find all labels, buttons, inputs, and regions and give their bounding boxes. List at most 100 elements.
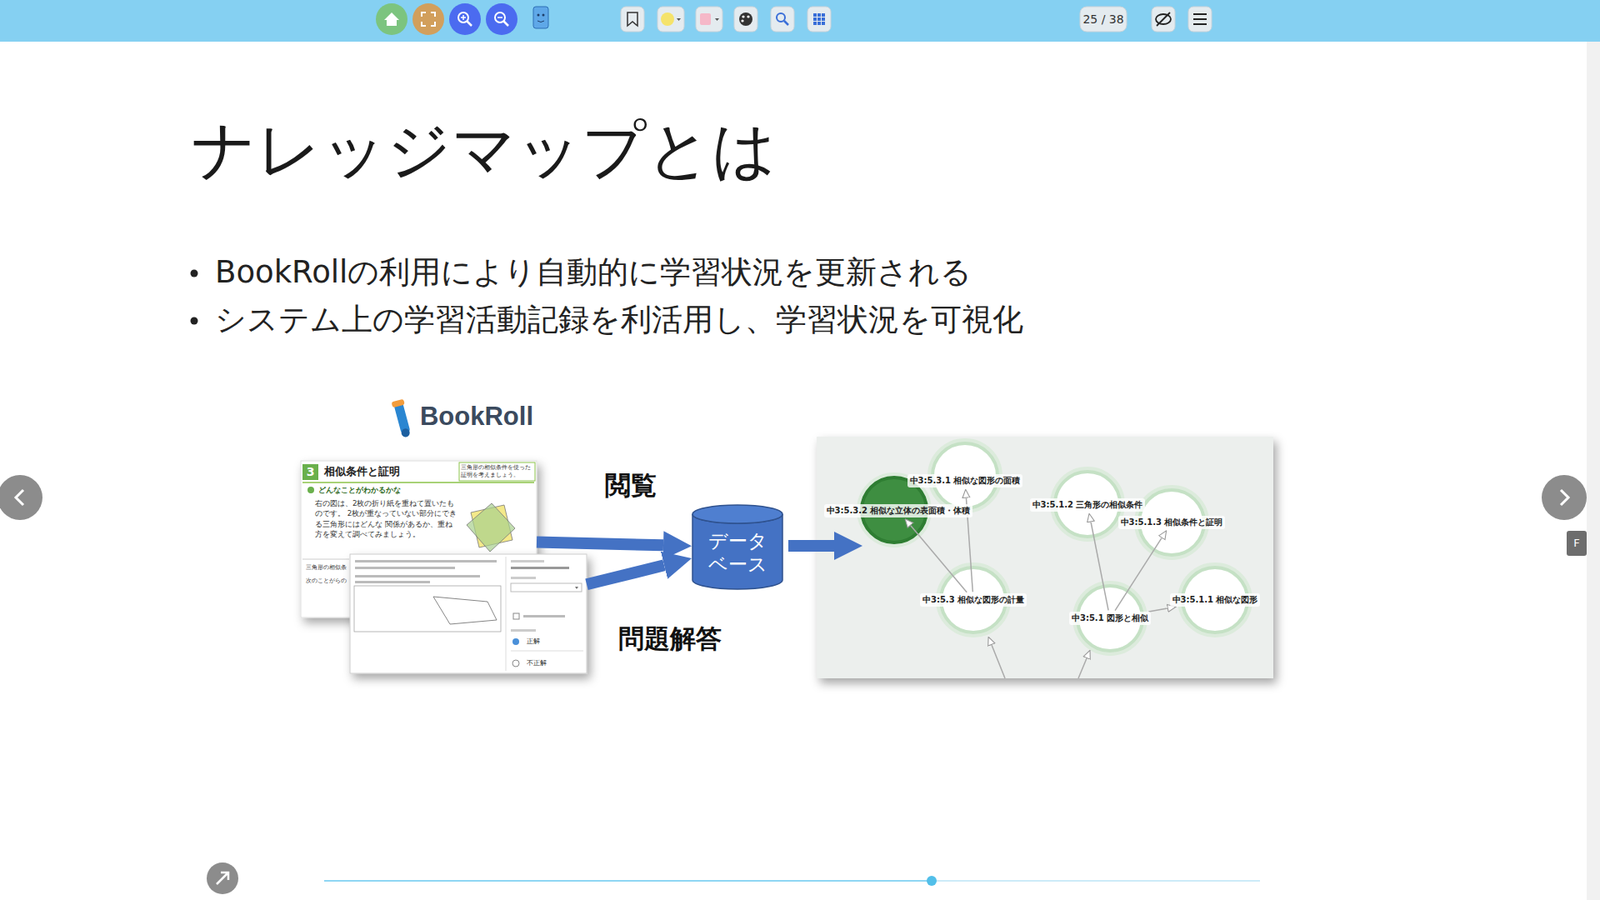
concept-label: 中3:5.1.1 相似な図形 [1172, 594, 1259, 606]
page-counter: 25 / 38 [1082, 12, 1124, 27]
top-toolbar [1156, 12, 1170, 26]
navigation-buttons [0, 475, 1587, 895]
quiz-page-illustration [510, 650, 584, 652]
top-toolbar [1188, 6, 1212, 32]
quiz-page-illustration [523, 615, 565, 618]
concept-label: 中3:5.1.3 相似条件と証明 [1120, 516, 1224, 529]
bullet-dots [190, 317, 199, 325]
concept-node: 中3:5.1.1 相似な図形 [1170, 593, 1261, 607]
top-toolbar [813, 13, 817, 17]
top-toolbar [537, 20, 545, 23]
top-toolbar [807, 6, 831, 32]
navigation-buttons [206, 862, 239, 895]
connector-arrow [910, 525, 967, 593]
concept-label: 中3:5.3.1 相似な図形の面積 [910, 475, 1021, 487]
top-toolbar [1193, 14, 1207, 25]
top-toolbar [821, 13, 825, 17]
bookroll-logo-icon [394, 402, 411, 435]
top-toolbar [503, 20, 509, 26]
concept-label: 中3:5.1 図形と相似 [1071, 612, 1149, 625]
concept-node: 中3:5.3 相似な図形の計量 [920, 593, 1027, 607]
quiz-page-illustration [355, 560, 497, 563]
navigation-buttons [1541, 475, 1587, 520]
navigation-buttons [1566, 530, 1587, 556]
section-number: 3 [302, 464, 319, 480]
concept-node: 中3:5.3.1 相似な図形の面積 [907, 474, 1024, 488]
navigation-buttons [0, 475, 43, 520]
top-toolbar [821, 21, 825, 25]
top-toolbar [813, 17, 817, 21]
top-toolbar [449, 3, 481, 35]
top-toolbar [421, 12, 435, 26]
top-toolbar [817, 17, 821, 21]
textbook-page-illustration [466, 503, 515, 552]
flow-arrow [788, 540, 835, 552]
top-toolbar [813, 21, 817, 25]
knowledge-map-panel [816, 436, 1274, 679]
quiz-page-illustration [575, 586, 579, 590]
prompt-heading: どんなことがわかるかな [318, 485, 401, 495]
concept-node: 中3:5.1.3 相似条件と証明 [1118, 515, 1226, 530]
top-toolbar [770, 6, 795, 32]
section-heading: 相似条件と証明 [324, 465, 400, 479]
top-toolbar [384, 12, 400, 26]
top-toolbar [1080, 6, 1127, 32]
progress-bar [324, 880, 1260, 882]
answer-option: 正解 [526, 637, 540, 646]
quiz-page-illustration [355, 575, 480, 578]
concept-node: 中3:5.1.2 三角形の相似条件 [1030, 498, 1146, 512]
bullet-dots [190, 270, 199, 325]
navigation-buttons [216, 872, 229, 885]
top-toolbar [695, 6, 723, 32]
top-toolbar [817, 21, 821, 25]
top-toolbar [497, 16, 503, 19]
quiz-page-illustration [513, 613, 520, 620]
quiz-page-illustration [510, 583, 582, 592]
top-toolbar [821, 17, 825, 21]
top-toolbar [542, 14, 545, 17]
map-arrow-stub [1078, 658, 1087, 679]
map-arrow-stub [991, 645, 1005, 679]
top-toolbar [0, 0, 1600, 42]
quiz-page-illustration [355, 580, 430, 584]
side-tab-letter: F [1573, 536, 1580, 550]
quiz-page-illustration [355, 566, 455, 570]
progress-bar [324, 875, 1260, 886]
top-toolbar [746, 15, 750, 18]
progress-bar [324, 880, 932, 882]
quiz-page-illustration [512, 638, 520, 645]
top-toolbar [700, 13, 711, 25]
connector-arrow [586, 565, 665, 585]
flow-arrow [788, 545, 835, 547]
bookroll-logo-icon [391, 399, 414, 439]
top-toolbar [466, 20, 472, 26]
top-toolbar [1151, 6, 1175, 32]
textbook-page: 3相似条件と証明三角形の相似条件を使った 証明を考えましょう。どんなことがわかる… [300, 460, 537, 618]
bullet-text: BookRollの利用により自動的に学習状況を更新される [215, 254, 972, 291]
top-toolbar [485, 3, 518, 35]
top-toolbar [375, 3, 408, 35]
cylinder-top [692, 505, 783, 524]
quiz-page-illustration [433, 596, 497, 625]
navigation-buttons [1560, 490, 1569, 505]
quiz-page: 正解不正解 [350, 554, 587, 674]
bullet-text: システム上の学習活動記録を利活用し、学習状況を可視化 [215, 301, 1024, 339]
top-toolbar [412, 3, 445, 35]
bookroll-logo-icon [391, 399, 405, 409]
quiz-page-illustration [354, 585, 501, 632]
quiz-page-illustration [510, 560, 545, 563]
concept-label: 中3:5.1.2 三角形の相似条件 [1032, 499, 1144, 511]
body-text: 次のことがらの [305, 577, 347, 585]
answer-option: 不正解 [526, 659, 547, 668]
top-toolbar [734, 6, 758, 32]
textbook-page-illustration [307, 486, 315, 494]
textbook-page-illustration [302, 464, 319, 480]
quiz-page-illustration [512, 660, 520, 667]
top-toolbar [739, 12, 753, 26]
logo-text: BookRoll [420, 400, 534, 432]
top-toolbar [676, 18, 681, 21]
concept-label: 中3:5.3 相似な図形の計量 [922, 594, 1025, 606]
concept-node: 中3:5.3.2 相似な立体の表面積・体積 [824, 504, 974, 518]
edge-label: 閲覧 [605, 470, 657, 501]
